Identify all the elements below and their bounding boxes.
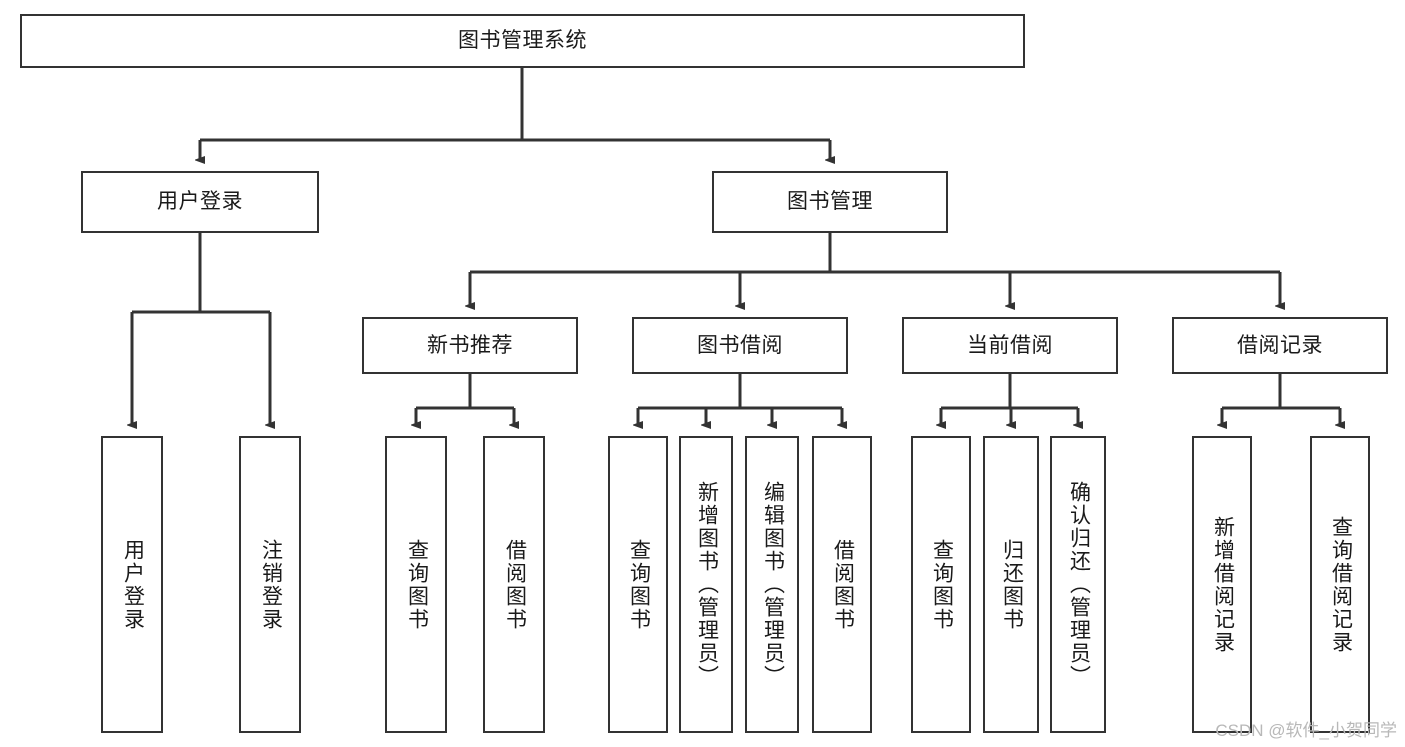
leaf-inner: 借阅图书 [814,438,870,731]
leaf-inner: 用户登录 [103,438,161,731]
node-leaf-add-book-admin-label: 新增图书（管理员） [695,481,719,688]
node-leaf-borrow-book-2-label: 借阅图书 [831,538,855,631]
node-book-borrow-label: 图书借阅 [697,333,783,357]
leaf-inner: 查询图书 [913,438,969,731]
leaf-inner: 新增图书（管理员） [681,438,731,731]
leaf-inner: 注销登录 [241,438,299,731]
node-leaf-borrow-book-2[interactable]: 借阅图书 [812,436,872,733]
leaf-inner: 查询借阅记录 [1312,438,1368,731]
node-leaf-confirm-return-admin-label: 确认归还（管理员） [1067,481,1091,688]
node-leaf-confirm-return-admin[interactable]: 确认归还（管理员） [1050,436,1106,733]
node-leaf-add-book-admin[interactable]: 新增图书（管理员） [679,436,733,733]
node-leaf-query-book-1-label: 查询图书 [405,538,429,631]
node-leaf-return-book[interactable]: 归还图书 [983,436,1039,733]
leaf-inner: 确认归还（管理员） [1052,438,1104,731]
leaf-inner: 新增借阅记录 [1194,438,1250,731]
node-leaf-query-book-2-label: 查询图书 [627,538,651,631]
node-leaf-query-book-3-label: 查询图书 [930,538,954,631]
leaf-inner: 归还图书 [985,438,1037,731]
node-leaf-add-borrow-record-label: 新增借阅记录 [1211,515,1235,654]
leaf-inner: 编辑图书（管理员） [747,438,797,731]
node-book-manage[interactable]: 图书管理 [712,171,948,233]
node-leaf-query-book-2[interactable]: 查询图书 [608,436,668,733]
node-book-borrow[interactable]: 图书借阅 [632,317,848,374]
node-leaf-query-borrow-record-label: 查询借阅记录 [1329,515,1353,654]
leaf-inner: 借阅图书 [485,438,543,731]
node-book-manage-label: 图书管理 [787,190,873,214]
leaf-inner: 查询图书 [610,438,666,731]
node-current-borrow-label: 当前借阅 [967,333,1053,357]
node-current-borrow[interactable]: 当前借阅 [902,317,1118,374]
node-leaf-borrow-book-1-label: 借阅图书 [503,538,527,631]
node-leaf-user-login-label: 用户登录 [121,538,145,631]
leaf-inner: 查询图书 [387,438,445,731]
node-leaf-add-borrow-record[interactable]: 新增借阅记录 [1192,436,1252,733]
node-leaf-query-book-3[interactable]: 查询图书 [911,436,971,733]
node-root-label: 图书管理系统 [458,29,587,53]
node-leaf-user-logout-label: 注销登录 [259,538,283,631]
node-borrow-record-label: 借阅记录 [1237,333,1323,357]
node-new-book-recommend-label: 新书推荐 [427,333,513,357]
node-leaf-edit-book-admin[interactable]: 编辑图书（管理员） [745,436,799,733]
node-borrow-record[interactable]: 借阅记录 [1172,317,1388,374]
node-user-login-label: 用户登录 [157,190,243,214]
node-user-login[interactable]: 用户登录 [81,171,319,233]
node-leaf-user-login[interactable]: 用户登录 [101,436,163,733]
node-leaf-edit-book-admin-label: 编辑图书（管理员） [761,481,785,688]
node-leaf-borrow-book-1[interactable]: 借阅图书 [483,436,545,733]
node-new-book-recommend[interactable]: 新书推荐 [362,317,578,374]
node-leaf-query-book-1[interactable]: 查询图书 [385,436,447,733]
node-root[interactable]: 图书管理系统 [20,14,1025,68]
node-leaf-return-book-label: 归还图书 [1000,538,1024,631]
csdn-watermark: CSDN @软件_小贺同学 [1215,721,1397,740]
node-leaf-query-borrow-record[interactable]: 查询借阅记录 [1310,436,1370,733]
node-leaf-user-logout[interactable]: 注销登录 [239,436,301,733]
